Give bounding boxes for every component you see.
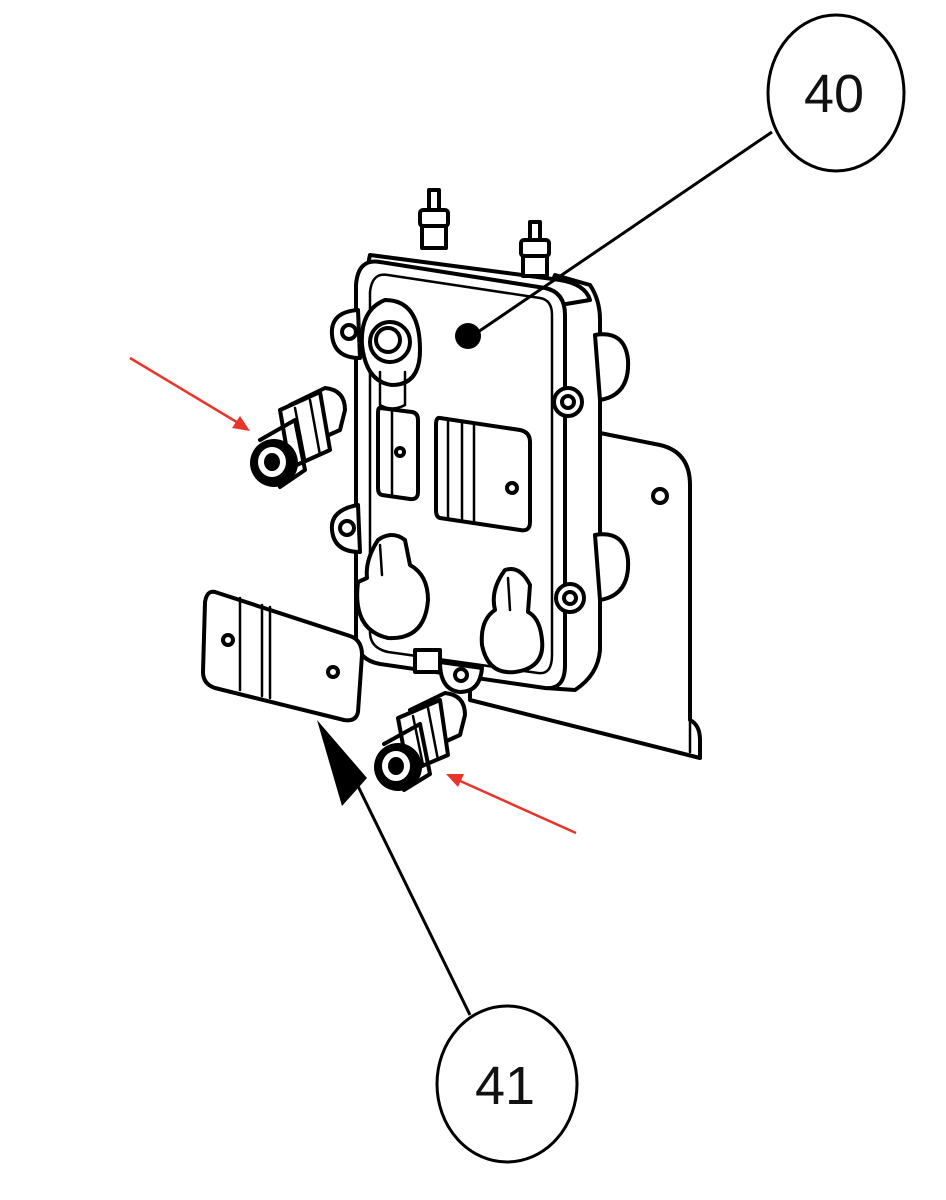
callout-40: 40 (477, 13, 906, 334)
bracket-hole (651, 487, 669, 505)
callout-41: 41 (317, 720, 579, 1164)
part-41-plate (201, 589, 364, 723)
regulator-body (329, 188, 631, 694)
fitting-upper-left (250, 386, 347, 489)
vent-dot (455, 323, 481, 349)
callout-41-arrowhead (317, 720, 367, 806)
callout-41-circle (435, 1004, 579, 1164)
keyhole-slot-lower-left (355, 533, 430, 641)
terminal-stud-right (519, 220, 551, 278)
callout-40-label: 40 (804, 64, 864, 124)
highlight-arrow-lower (446, 774, 577, 835)
keyhole-slot-top (359, 298, 422, 410)
center-blocks (376, 405, 532, 533)
fitting-lower (374, 691, 467, 792)
highlight-arrow-upper (129, 356, 250, 431)
callout-41-label: 41 (475, 1056, 535, 1116)
callout-40-circle (766, 13, 906, 173)
terminal-stud-left (418, 188, 450, 250)
keyhole-slot-lower-right (479, 567, 545, 675)
